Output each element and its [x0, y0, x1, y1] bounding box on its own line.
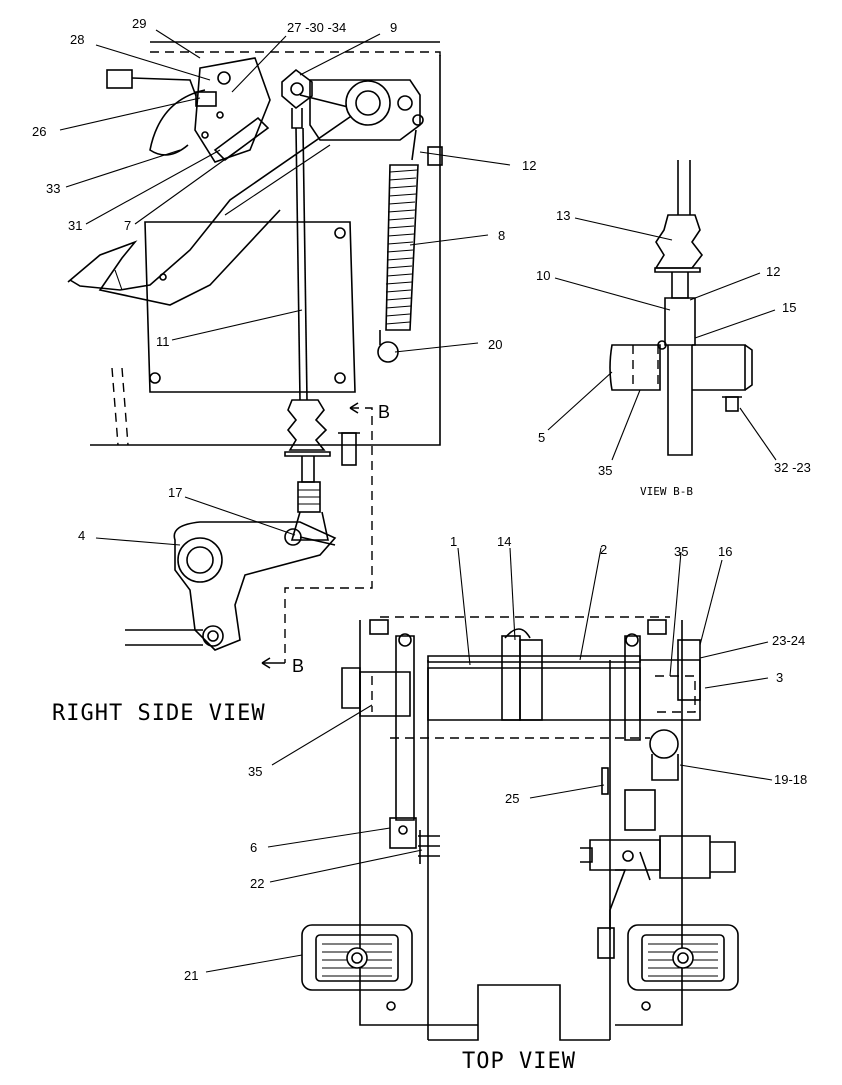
callout-22: 22 [250, 876, 264, 891]
rubber-boot [284, 399, 331, 457]
callout-4: 4 [78, 528, 85, 543]
callout-26: 26 [32, 124, 46, 139]
callout-5: 5 [538, 430, 545, 445]
callout-35-top: 35 [674, 544, 688, 559]
pedal-left [301, 924, 413, 1011]
view-b-b-title: VIEW B-B [640, 485, 693, 498]
callout-14: 14 [497, 534, 511, 549]
callout-25: 25 [505, 791, 519, 806]
leader-lines [59, 29, 777, 973]
callout-8: 8 [498, 228, 505, 243]
section-label-top: B [378, 402, 390, 422]
callout-7: 7 [124, 218, 131, 233]
callout-19-18: 19-18 [774, 772, 807, 787]
callout-32-23: 32 -23 [774, 460, 811, 475]
callout-31: 31 [68, 218, 82, 233]
callout-numbers: 29 28 27 -30 -34 9 26 33 31 7 12 8 11 20… [32, 16, 811, 983]
callout-29: 29 [132, 16, 146, 31]
callout-2: 2 [600, 542, 607, 557]
right-side-view-title: RIGHT SIDE VIEW [52, 701, 266, 726]
lever-4 [125, 521, 337, 651]
callout-12-b-b: 12 [766, 264, 780, 279]
callout-35-b-b: 35 [598, 463, 612, 478]
callout-11: 11 [156, 334, 170, 349]
callout-21: 21 [184, 968, 198, 983]
section-label-bottom: B [292, 656, 304, 676]
callout-12: 12 [522, 158, 536, 173]
right-side-view: B B RIGHT SIDE VIEW [52, 41, 443, 726]
callout-17: 17 [168, 485, 182, 500]
callout-28: 28 [70, 32, 84, 47]
callout-15: 15 [782, 300, 796, 315]
callout-27-30-34: 27 -30 -34 [287, 20, 346, 35]
callout-1: 1 [450, 534, 457, 549]
section-line-b: B B [261, 402, 390, 676]
callout-13: 13 [556, 208, 570, 223]
callout-35-left: 35 [248, 764, 262, 779]
callout-6: 6 [250, 840, 257, 855]
callout-33: 33 [46, 181, 60, 196]
view-b-b: VIEW B-B [609, 160, 753, 498]
top-view: TOP VIEW [301, 616, 739, 1074]
callout-9: 9 [390, 20, 397, 35]
callout-20: 20 [488, 337, 502, 352]
callout-3: 3 [776, 670, 783, 685]
pedal-right [627, 924, 739, 1011]
top-view-title: TOP VIEW [462, 1049, 576, 1074]
callout-23-24: 23-24 [772, 633, 805, 648]
callout-16: 16 [718, 544, 732, 559]
spring-8 [377, 129, 419, 363]
callout-10: 10 [536, 268, 550, 283]
